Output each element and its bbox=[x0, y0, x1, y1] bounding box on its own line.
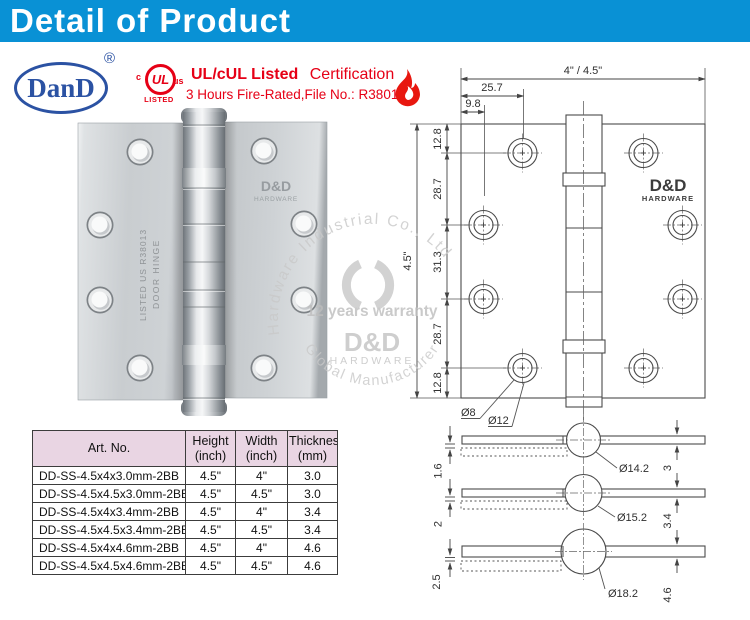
watermark-warranty: 12 years warranty bbox=[307, 303, 438, 320]
width-cell: 4" bbox=[235, 502, 288, 521]
thickness-cell: 3.4 bbox=[287, 520, 338, 539]
hinge-left-leaf bbox=[77, 122, 185, 401]
technical-drawing: D&D HARDWARE 4" / 4.5" 25.7 9.8 12.8 bbox=[402, 65, 706, 603]
art-no-cell: DD-SS-4.5x4.5x4.6mm-2BB bbox=[32, 556, 186, 575]
dim-chain-2: 28.7 bbox=[432, 178, 444, 199]
cs1-thickness-right: 3 bbox=[662, 465, 674, 471]
watermark-brand-sub: HARDWARE bbox=[330, 355, 415, 367]
thickness-cell: 4.6 bbox=[287, 538, 338, 557]
table-row: DD-SS-4.5x4.5x3.0mm-2BB 4.5" 4.5" 3.0 bbox=[32, 484, 338, 503]
dim-overall-height: 4.5" bbox=[402, 251, 414, 270]
photo-brand-engraving: D&D bbox=[261, 178, 291, 194]
height-cell: 4.5" bbox=[185, 484, 236, 503]
spec-table-header-row: Art. No. Height(inch) Width(inch) Thickn… bbox=[32, 430, 338, 467]
table-row: DD-SS-4.5x4x3.4mm-2BB 4.5" 4" 3.4 bbox=[32, 502, 338, 521]
label-hole-outer-dia: Ø12 bbox=[488, 415, 509, 427]
watermark-brand: D&D bbox=[344, 327, 400, 357]
art-no-cell: DD-SS-4.5x4x4.6mm-2BB bbox=[32, 538, 186, 557]
page-title: Detail of Product bbox=[10, 2, 292, 39]
thickness-cell: 3.0 bbox=[287, 466, 338, 485]
label-hole-inner-dia: Ø8 bbox=[461, 407, 476, 419]
photo-brand-engraving-sub: HARDWARE bbox=[254, 196, 298, 203]
width-cell: 4" bbox=[235, 538, 288, 557]
cs3-diameter: Ø18.2 bbox=[608, 588, 638, 600]
height-cell: 4.5" bbox=[185, 502, 236, 521]
photo-ul-engraving: LISTED US R38013 bbox=[138, 229, 148, 321]
cs3-thickness-right: 4.6 bbox=[662, 587, 674, 602]
width-cell: 4.5" bbox=[235, 556, 288, 575]
col-header-width: Width(inch) bbox=[235, 430, 288, 467]
height-cell: 4.5" bbox=[185, 538, 236, 557]
cross-sections: 1.6 Ø14.2 3 2 Ø15.2 3.4 2.5 Ø18.2 4.6 bbox=[431, 414, 706, 603]
col-header-art-no: Art. No. bbox=[32, 430, 186, 467]
bearing-ring bbox=[182, 168, 226, 188]
art-no-cell: DD-SS-4.5x4.5x3.4mm-2BB bbox=[32, 520, 186, 539]
bearing-ring bbox=[182, 345, 226, 365]
page-header: Detail of Product bbox=[0, 0, 750, 42]
hinge-photo: D&D HARDWARE LISTED US R38013 DOOR HINGE bbox=[77, 108, 328, 416]
cs1-diameter: Ø14.2 bbox=[619, 463, 649, 475]
dim-hole-side: 9.8 bbox=[465, 98, 480, 110]
width-cell: 4.5" bbox=[235, 484, 288, 503]
ul-us-label: us bbox=[173, 76, 184, 86]
dim-chain-1: 12.8 bbox=[432, 128, 444, 149]
art-no-cell: DD-SS-4.5x4.5x3.0mm-2BB bbox=[32, 484, 186, 503]
ul-mark: UL bbox=[145, 64, 176, 95]
width-cell: 4" bbox=[235, 466, 288, 485]
watermark: Hardware Industrial Co., Ltd Global Manu… bbox=[265, 211, 454, 389]
drawing-brand: D&D bbox=[650, 176, 687, 195]
cs1-thickness-left: 1.6 bbox=[433, 463, 445, 478]
cs2-thickness-right: 3.4 bbox=[662, 513, 674, 528]
dand-logo-text: DanD bbox=[27, 72, 95, 103]
certification-title-bold: UL/cUL Listed bbox=[191, 66, 299, 83]
col-header-height: Height(inch) bbox=[185, 430, 236, 467]
drawing-brand-sub: HARDWARE bbox=[642, 194, 694, 203]
watermark-d-logo-icon bbox=[341, 259, 395, 311]
art-no-cell: DD-SS-4.5x4x3.4mm-2BB bbox=[32, 502, 186, 521]
dim-chain-4: 28.7 bbox=[432, 323, 444, 344]
photo-hinge-engraving: DOOR HINGE bbox=[151, 239, 161, 309]
certification-title-regular: Certification bbox=[309, 66, 395, 83]
ul-c-label: c bbox=[136, 72, 142, 82]
height-cell: 4.5" bbox=[185, 466, 236, 485]
ul-listed-label: LISTED bbox=[144, 95, 174, 104]
thickness-cell: 3.4 bbox=[287, 502, 338, 521]
table-row: DD-SS-4.5x4x4.6mm-2BB 4.5" 4" 4.6 bbox=[32, 538, 338, 557]
cs2-diameter: Ø15.2 bbox=[617, 512, 647, 524]
width-cell: 4.5" bbox=[235, 520, 288, 539]
col-header-thickness: Thickness(mm) bbox=[287, 430, 338, 467]
table-row: DD-SS-4.5x4.5x3.4mm-2BB 4.5" 4.5" 3.4 bbox=[32, 520, 338, 539]
hinge-right-leaf bbox=[224, 121, 328, 399]
thickness-cell: 4.6 bbox=[287, 556, 338, 575]
height-cell: 4.5" bbox=[185, 556, 236, 575]
fire-icon bbox=[395, 69, 420, 107]
dim-overall-width: 4" / 4.5" bbox=[564, 65, 602, 77]
cs2-thickness-left: 2 bbox=[433, 521, 445, 527]
cs3-thickness-left: 2.5 bbox=[431, 574, 443, 589]
thickness-cell: 3.0 bbox=[287, 484, 338, 503]
height-cell: 4.5" bbox=[185, 520, 236, 539]
fire-rating-text: 3 Hours Fire-Rated,File No.: R38013 bbox=[186, 87, 406, 102]
art-no-cell: DD-SS-4.5x4x3.0mm-2BB bbox=[32, 466, 186, 485]
ul-listed-logo: c UL us LISTED bbox=[133, 64, 189, 108]
certification-title: UL/cUL Listed Certification bbox=[191, 66, 394, 84]
dim-chain-3: 31.3 bbox=[432, 251, 444, 272]
dand-logo: DanD bbox=[14, 62, 108, 114]
dim-chain-5: 12.8 bbox=[432, 372, 444, 393]
spec-table: Art. No. Height(inch) Width(inch) Thickn… bbox=[32, 430, 338, 575]
registered-trademark-icon: ® bbox=[104, 50, 116, 67]
table-row: DD-SS-4.5x4.5x4.6mm-2BB 4.5" 4.5" 4.6 bbox=[32, 556, 338, 575]
dim-hole-top: 25.7 bbox=[481, 82, 502, 94]
table-row: DD-SS-4.5x4x3.0mm-2BB 4.5" 4" 3.0 bbox=[32, 466, 338, 485]
